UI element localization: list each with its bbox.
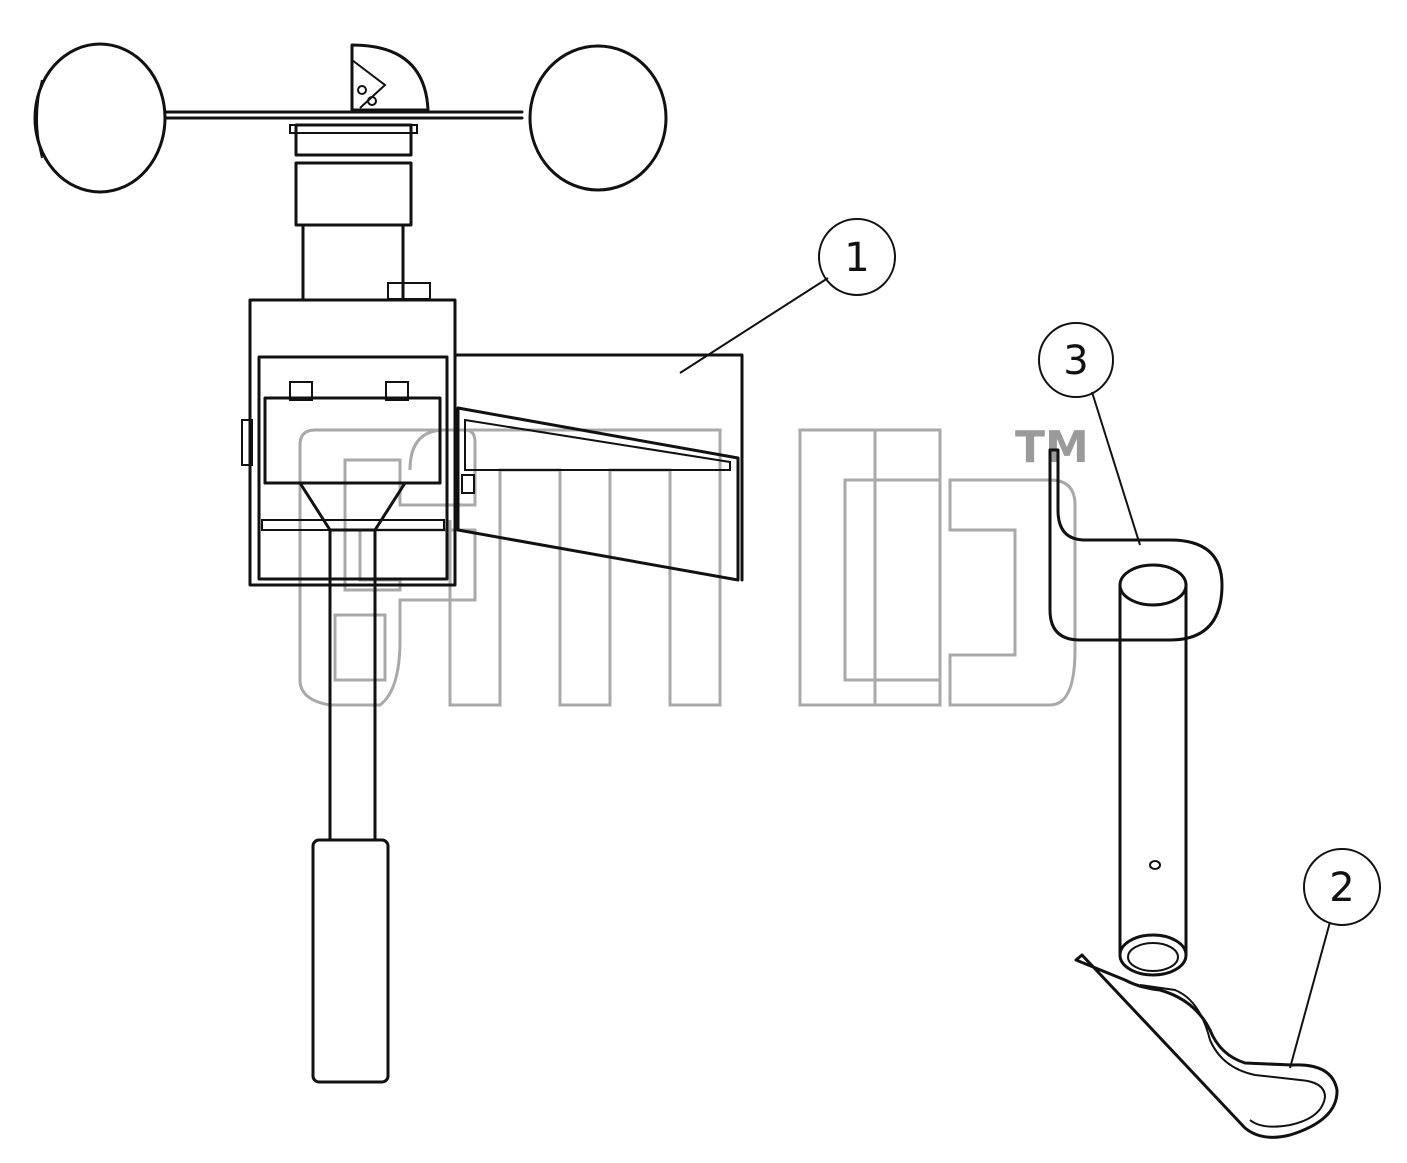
support-tube bbox=[1118, 583, 1188, 957]
callout-3-leader bbox=[1091, 391, 1141, 546]
mast-grip bbox=[311, 838, 390, 1084]
r-clip-pin bbox=[1074, 953, 1339, 1139]
rotor-vane bbox=[350, 43, 430, 112]
tail-bracket bbox=[456, 406, 740, 582]
brand-watermark: TM bbox=[298, 422, 1089, 707]
callout-1-number: 1 bbox=[844, 235, 869, 281]
mast-pole bbox=[328, 528, 377, 842]
callout-3-number: 3 bbox=[1063, 338, 1088, 384]
rotor-hub bbox=[294, 123, 413, 157]
cup-arm bbox=[163, 110, 524, 120]
left-cup bbox=[33, 42, 167, 194]
callout-1-bubble bbox=[818, 218, 896, 296]
anemometer-assembly bbox=[33, 42, 744, 1084]
callout-3-bubble bbox=[1038, 322, 1114, 398]
mounting-bracket bbox=[1048, 448, 1224, 977]
callout-3: 3 bbox=[1038, 322, 1141, 546]
callout-2-bubble bbox=[1303, 848, 1381, 926]
trademark-label: TM bbox=[1015, 422, 1089, 473]
callout-1-leader bbox=[679, 277, 829, 374]
tail-fin bbox=[453, 353, 744, 582]
sensor-body bbox=[248, 298, 457, 587]
bracket-plate bbox=[1048, 448, 1224, 642]
right-cup bbox=[528, 44, 668, 192]
callout-2: 2 bbox=[1289, 848, 1381, 1069]
callout-2-number: 2 bbox=[1329, 865, 1354, 911]
callout-1: 1 bbox=[679, 218, 896, 374]
callout-2-leader bbox=[1289, 921, 1331, 1069]
bearing-housing bbox=[294, 161, 413, 227]
